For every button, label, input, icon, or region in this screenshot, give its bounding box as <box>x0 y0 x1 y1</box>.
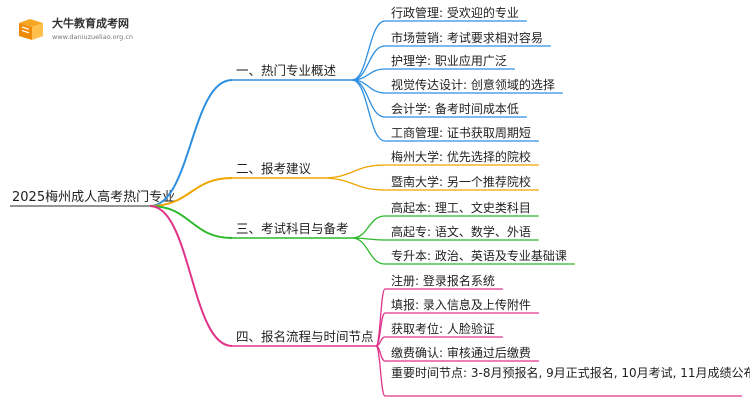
leaf-label-2-2: 暨南大学: 另一个推荐院校 <box>391 174 531 189</box>
branch-connector-1 <box>149 79 233 207</box>
leaf-label-1-2: 市场营销: 考试要求相对容易 <box>391 30 543 45</box>
branch-connector-4 <box>149 205 233 347</box>
leaf-label-4-5: 重要时间节点: 3-8月预报名, 9月正式报名, 10月考试, 11月成绩公布,… <box>391 365 750 380</box>
leaf-label-3-1: 高起本: 理工、文史类科目 <box>391 200 531 215</box>
branch-label-3: 三、考试科目与备考 <box>236 221 349 236</box>
leaf-label-4-2: 填报: 录入信息及上传附件 <box>391 297 531 312</box>
leaf-connector-3-1 <box>351 215 386 239</box>
leaf-connector-2-1 <box>321 164 386 179</box>
root-topic: 2025梅州成人高考热门专业 <box>12 189 175 205</box>
logo-title: 大牛教育成考网 <box>52 17 129 30</box>
branch-label-4: 四、报名流程与时间节点 <box>236 329 374 344</box>
site-logo: 大牛教育成考网 www.daniuzueliao.org.cn <box>16 14 146 48</box>
leaf-label-3-3: 专升本: 政治、英语及专业基础课 <box>391 248 567 263</box>
leaf-label-1-5: 会计学: 备考时间成本低 <box>391 101 519 116</box>
leaf-label-1-1: 行政管理: 受欢迎的专业 <box>391 5 519 20</box>
leaf-label-2-1: 梅州大学: 优先选择的院校 <box>391 149 531 164</box>
branch-connector-2 <box>149 177 233 207</box>
leaf-label-4-3: 获取考位: 人脸验证 <box>391 321 495 336</box>
leaf-connector-3-3 <box>351 237 386 265</box>
branch-label-1: 一、热门专业概述 <box>236 63 337 78</box>
leaf-connector-4-2 <box>375 312 386 347</box>
leaf-connector-4-5 <box>375 345 386 397</box>
leaf-connector-1-6 <box>351 79 386 142</box>
leaf-label-1-4: 视觉传达设计: 创意领域的选择 <box>391 77 555 92</box>
logo-url: www.daniuzueliao.org.cn <box>52 33 134 41</box>
leaf-connector-2-2 <box>321 177 386 191</box>
book-logo-icon <box>19 19 43 40</box>
leaf-label-4-4: 缴费确认: 审核通过后缴费 <box>391 345 531 360</box>
leaf-label-3-2: 高起专: 语文、数学、外语 <box>391 224 531 239</box>
branch-connector-3 <box>149 205 233 239</box>
branch-label-2: 二、报考建议 <box>236 161 312 176</box>
leaf-connector-1-1 <box>351 20 386 81</box>
leaf-label-1-6: 工商管理: 证书获取周期短 <box>391 125 531 140</box>
leaf-label-4-1: 注册: 登录报名系统 <box>391 273 495 288</box>
leaf-label-1-3: 护理学: 职业应用广泛 <box>391 53 507 68</box>
